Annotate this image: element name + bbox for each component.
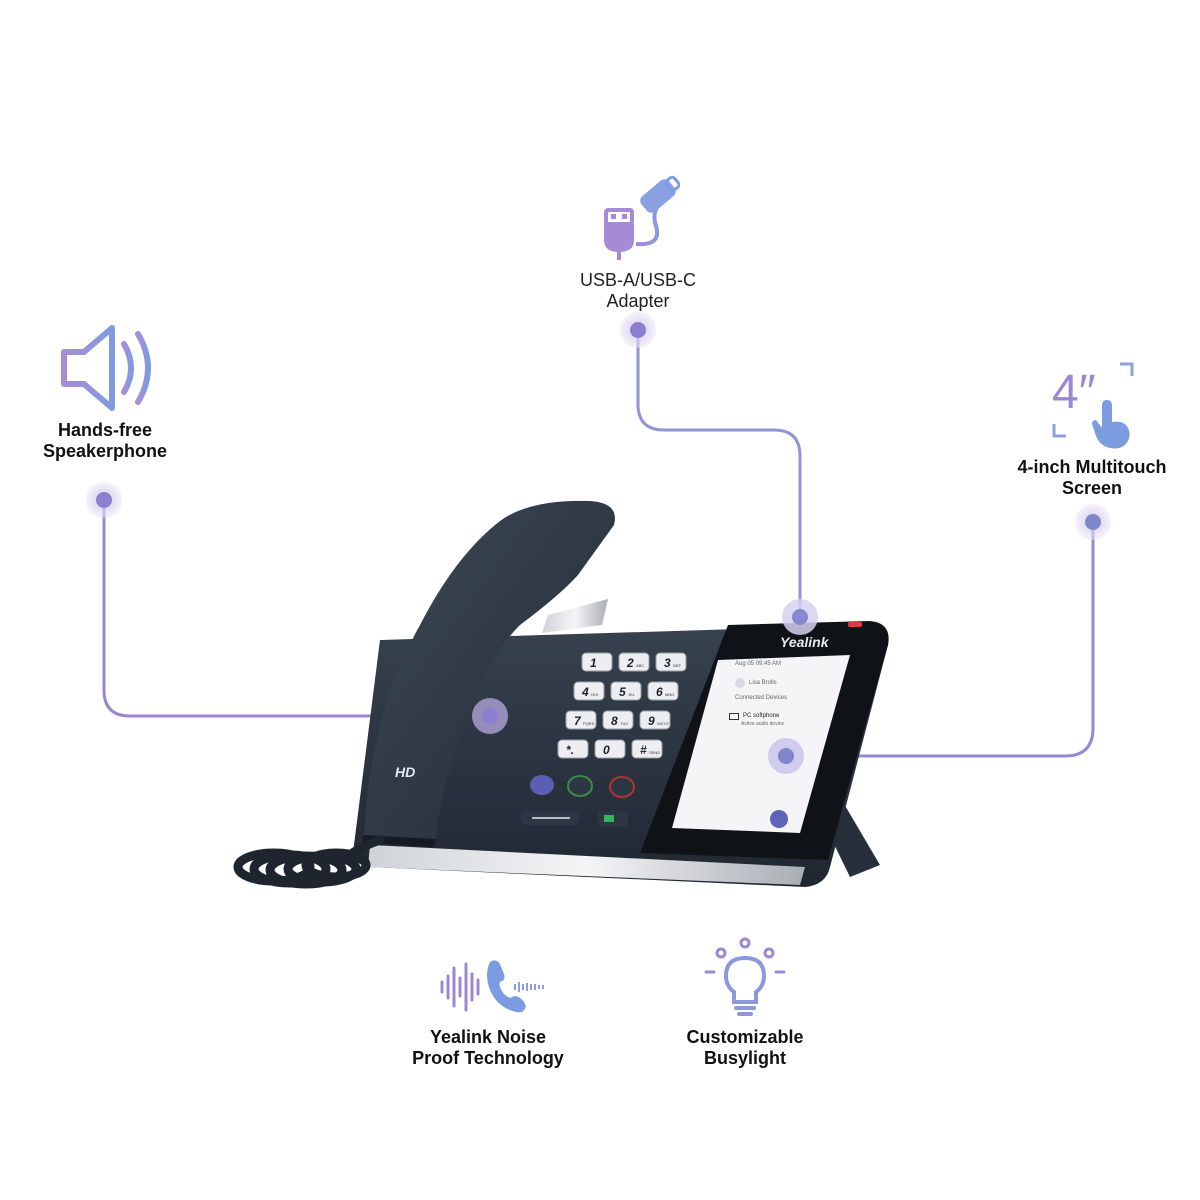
device-status: Active audio device [741,721,785,727]
laptop-icon [729,712,739,720]
profile-name: Lisa Brolls [749,680,777,686]
answer-button[interactable] [567,775,593,797]
keypad-digit: 5 [619,685,626,699]
speakerphone-label: Hands-free Speakerphone [42,420,168,461]
keypad-digit: # [640,743,647,757]
keypad-digit: 2 [626,656,634,670]
keypad-letters: PQRS [583,721,595,726]
noise-proof-icon [440,960,544,1013]
adapter-label: USB-A/USB-C Adapter [579,270,696,311]
keypad-digit: 1 [590,656,597,670]
front-trim [368,845,805,885]
function-keys [520,775,635,827]
keypad-letters: SEND [649,750,660,755]
keypad-digit: 4 [581,685,589,699]
display-ui: Aug 05 09:45 AM Lisa Brolls Connected De… [729,660,855,728]
keypad-digit: 7 [574,714,582,728]
section-header: Connected Devices [735,695,788,701]
keypad-digit: *. [566,743,574,757]
adapter-connector [636,330,802,617]
speakerphone-hotspot[interactable] [86,482,122,518]
keypad-digit: 8 [611,714,618,728]
screen-size-text: 4″ [1052,366,1096,419]
keypad-letters: TUV [620,721,628,726]
keypad-digit: 3 [664,656,671,670]
screen-connector [786,522,1095,758]
moon-icon[interactable] [770,810,788,828]
keypad-digit: 0 [603,743,610,757]
speakerphone-connector [102,500,490,718]
busylight-icon [704,937,786,1016]
device-row[interactable]: PC softphone [729,712,855,720]
brand-logo: Yealink [780,634,830,650]
hd-audio-badge: HD [395,764,415,780]
busylight-label: Customizable Busylight [686,1027,804,1068]
hook-switch [542,599,608,633]
usb-adapter-icon [604,175,680,260]
avatar [735,678,745,688]
keypad-letters: JKL [628,692,636,697]
keypad-letters: WXYZ [657,721,669,726]
adapter-hotspot[interactable] [620,312,656,348]
hangup-button[interactable] [609,776,635,798]
keypad-key[interactable]: *. [557,739,589,759]
device-name: PC softphone [743,713,780,719]
keypad-key[interactable]: 1 [581,652,613,672]
speaker-icon [61,325,151,411]
screen-hotspot[interactable] [1075,504,1111,540]
status-line: Aug 05 09:45 AM [735,661,782,667]
keypad-digit: 9 [648,714,655,728]
keypad-letters: MNO [665,692,674,697]
keypad-key[interactable]: #SEND [631,739,663,759]
coiled-cord [233,835,385,889]
teams-button[interactable] [530,775,554,795]
display-screen [672,655,850,833]
keypad-letters: GHI [591,692,598,697]
noise-label: Yealink Noise Proof Technology [412,1027,564,1068]
keypad-digit: 6 [656,685,663,699]
keypad-letters: ABC [636,663,644,668]
busylight-led [848,622,862,627]
keypad-key[interactable]: 0 [594,739,626,759]
touch-screen-icon: 4″ [1052,362,1134,449]
profile-row[interactable]: Lisa Brolls [735,678,855,688]
keypad-letters: DEF [673,663,682,668]
screen-label: 4-inch Multitouch Screen [1017,457,1167,498]
handset[interactable] [364,500,615,839]
